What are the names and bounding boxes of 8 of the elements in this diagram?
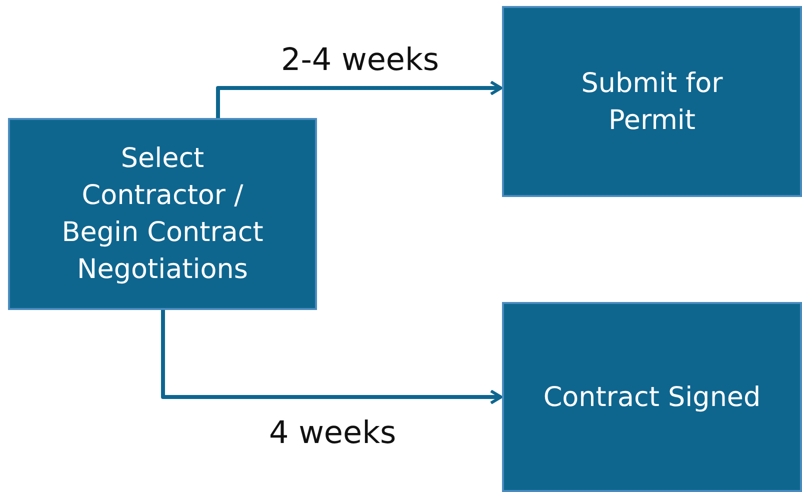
box-label: Select Contractor / Begin Contract Negotiations [60,142,264,287]
process-box [502,6,802,197]
box-label: Submit for Permit [580,66,724,138]
process-box [502,302,802,492]
box-label: Contract Signed [542,380,762,414]
process-box [8,118,317,310]
arrow [216,80,502,118]
arrow [161,310,502,404]
